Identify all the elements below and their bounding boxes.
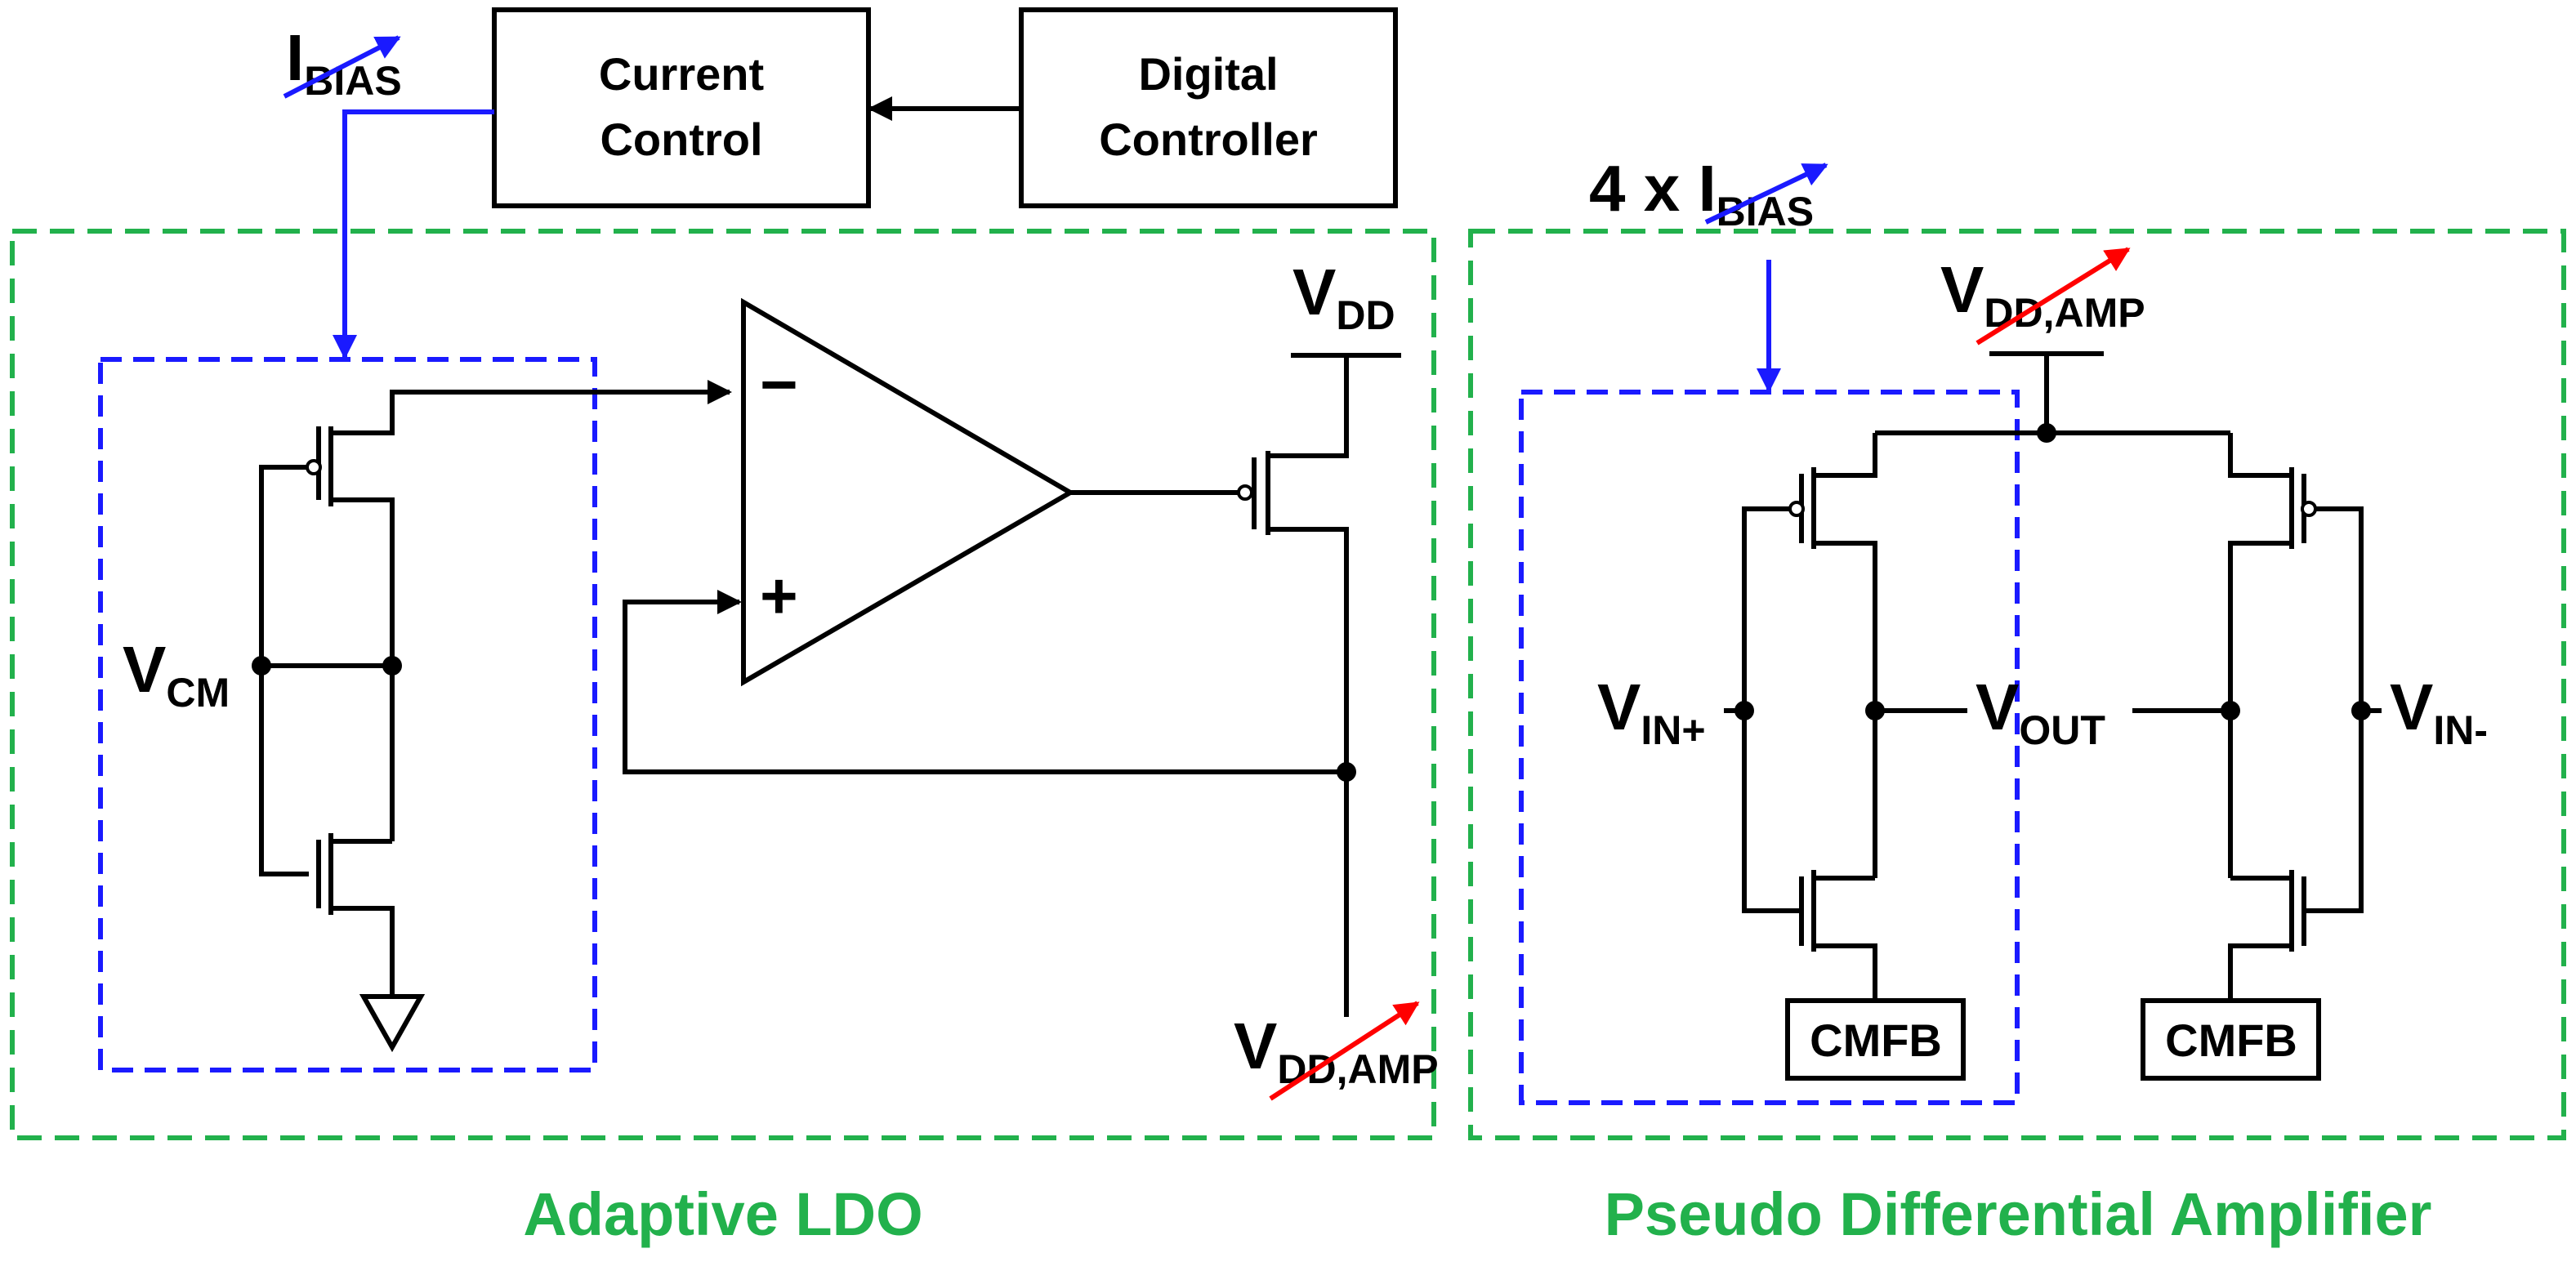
vcm-bias-network <box>252 380 732 1053</box>
vdd-amp-ldo-label: VDD,AMP <box>1234 1010 1439 1092</box>
ldo-title: Adaptive LDO <box>523 1180 922 1248</box>
vdd-amp-ldo-adjust-arrow <box>1269 1001 1420 1101</box>
cmfb-left-block: CMFB <box>1785 998 1966 1081</box>
ibias4-label: 4 x IBIAS <box>1589 152 1814 234</box>
amplifier-region <box>1468 229 2566 1140</box>
error-amplifier <box>741 297 1075 687</box>
digital-controller-line1: Digital <box>1138 48 1278 100</box>
current-control-line2: Control <box>600 114 762 165</box>
amp-bias-region <box>1519 390 2020 1105</box>
ldo-bias-region <box>98 357 597 1072</box>
vdd-amp-top-label: VDD,AMP <box>1940 253 2145 336</box>
vdd-amp-top-adjust-arrow <box>1976 247 2131 346</box>
cmfb-right-block: CMFB <box>2141 998 2321 1081</box>
current-control-line1: Current <box>599 48 764 100</box>
vin-plus-label: VIN+ <box>1597 671 1706 753</box>
amp-title: Pseudo Differential Amplifier <box>1605 1180 2432 1248</box>
ibias-adjust-arrow <box>283 35 401 99</box>
feedback-wire <box>623 590 1346 774</box>
ibias4-adjust-arrow <box>1704 163 1828 225</box>
right-half-circuit <box>2132 433 2382 1001</box>
digital-controller-line2: Controller <box>1099 114 1318 165</box>
current-control-block: Current Control <box>492 7 871 208</box>
vcm-label: VCM <box>123 633 230 716</box>
vin-minus-label: VIN- <box>2390 671 2488 753</box>
amp-supply-rail <box>1875 351 2230 443</box>
opamp-plus-sign: + <box>760 560 798 632</box>
ibias-wire <box>333 109 494 359</box>
vdd-label: VDD <box>1292 256 1395 338</box>
vout-label: VOUT <box>1976 671 2105 753</box>
cmfb-left-label: CMFB <box>1810 1015 1942 1066</box>
left-half-circuit <box>1724 433 1967 1001</box>
digital-controller-block: Digital Controller <box>1019 7 1398 208</box>
opamp-minus-sign: − <box>760 348 798 421</box>
cmfb-right-label: CMFB <box>2165 1015 2297 1066</box>
ibias-label: IBIAS <box>286 21 402 104</box>
pass-transistor <box>1070 353 1401 1017</box>
